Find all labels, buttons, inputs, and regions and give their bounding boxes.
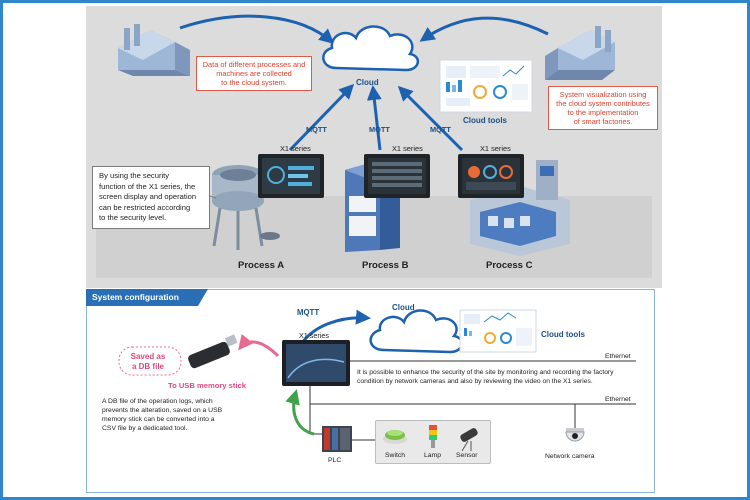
machine-icon [212,165,280,250]
db-file-note: A DB file of the operation logs, which p… [102,397,272,433]
saved-label-dash-box [118,346,182,376]
io-devices-graphics [383,425,478,452]
note-line: to the security level. [99,213,167,222]
visualization-callout: System visualization using the cloud sys… [548,86,658,130]
factory-icon [545,26,615,80]
saved-line: a DB file [131,362,164,371]
hmi-screen-icon [258,154,324,198]
note-line: can be restricted according [99,202,191,212]
switch-label: Switch [385,452,406,459]
note-line: prevents the alteration, saved on a USB [102,407,223,414]
note-line: By using the security [99,171,170,180]
note-line: condition by network cameras and also by… [357,378,593,385]
network-camera-label: Network camera [545,453,595,460]
hmi-screen-icon [458,154,524,198]
sensor-label: Sensor [456,452,478,459]
machine-icon [470,160,570,256]
note-line: CSV file by a dedicated tool. [102,425,188,432]
system-configuration-title: System configuration [86,289,208,306]
callout-line: to the cloud system. [221,78,287,87]
data-collected-callout: Data of different processes and machines… [196,56,312,91]
callout-line: machines are collected [216,69,292,78]
ethernet-label: Ethernet [605,353,631,360]
x1-series-label: X1 series [280,144,311,153]
camera-security-note: It is possible to enhance the security o… [357,368,649,386]
camera-icon [565,428,585,442]
cloud-icon [322,25,419,72]
mqtt-label: MQTT [297,308,320,317]
mqtt-label: MQTT [430,125,451,134]
cloud-label: Cloud [356,78,379,87]
callout-line: Data of different processes and [202,60,306,69]
x1-series-label: X1 series [480,144,511,153]
sensor-icon [460,428,478,452]
x1-series-label: X1 series [392,144,423,153]
dashboard-icon [439,59,533,113]
callout-line: of smart factories. [573,117,633,126]
lamp-icon [429,425,437,448]
security-note: By using the security function of the X1… [92,166,210,229]
note-line: function of the X1 series, the [99,181,196,191]
usb-stick-icon [188,334,238,369]
cloud-icon [369,309,463,354]
note-line: A DB file of the operation logs, which [102,398,213,405]
io-devices-box [375,420,491,464]
callout-line: to the implementation [567,108,639,117]
mqtt-label: MQTT [306,125,327,134]
dashboard-icon [459,309,537,353]
lamp-label: Lamp [424,452,442,459]
callout-line: System visualization using [559,90,647,99]
callout-line: the cloud system contributes [556,99,650,108]
ethernet-label: Ethernet [605,396,631,403]
saved-as-db-label: Saved as a DB file [118,352,178,372]
saved-line: Saved as [130,352,166,361]
cloud-tools-label: Cloud tools [541,330,585,339]
switch-icon [383,430,407,444]
factory-icon [118,24,190,76]
note-line: screen display and operation [99,192,197,201]
usb-memory-label: To USB memory stick [168,381,246,390]
mqtt-label: MQTT [369,125,390,134]
process-a-label: Process A [238,260,285,271]
process-b-label: Process B [362,260,409,271]
cloud-label: Cloud [392,303,415,312]
hmi-screen-icon [282,340,350,386]
hmi-screen-icon [364,154,430,198]
note-line: It is possible to enhance the security o… [357,369,614,376]
cloud-tools-label: Cloud tools [463,116,507,125]
plc-label: PLC [328,457,342,464]
plc-icon [322,426,352,452]
process-c-label: Process C [486,260,533,271]
x1-series-label: X1 series [299,331,329,340]
note-line: memory stick can be converted into a [102,416,215,423]
